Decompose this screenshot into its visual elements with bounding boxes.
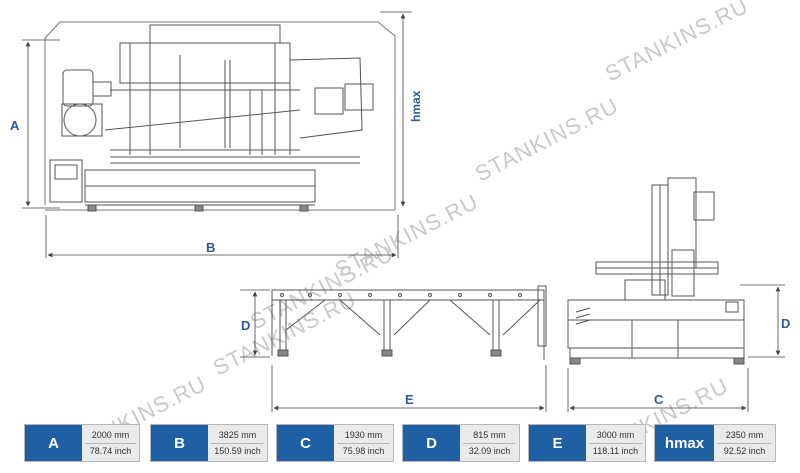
spec-key: hmax (655, 425, 715, 461)
dim-label-c: C (654, 392, 664, 407)
dim-label-e: E (405, 392, 414, 407)
spec-e: E 3000 mm 118.11 inch (528, 424, 646, 462)
spec-key: B (151, 425, 209, 461)
roller-table-view (271, 285, 547, 360)
spec-mm: 2000 mm (91, 429, 130, 440)
end-view-saw (567, 177, 745, 365)
spec-d: D 815 mm 32.09 inch (402, 424, 520, 462)
spec-inch: 75.98 inch (342, 445, 385, 456)
dim-label-a: A (10, 118, 20, 133)
end-view-dimensions (567, 284, 785, 412)
spec-inch: 32.09 inch (468, 445, 511, 456)
watermark-2: STANKINS.RU (471, 93, 622, 187)
spec-mm: 2350 mm (725, 429, 764, 440)
spec-inch: 118.11 inch (592, 445, 639, 456)
dim-label-hmax: hmax (409, 90, 423, 122)
dim-label-b: B (206, 240, 215, 255)
spec-mm: 815 mm (473, 429, 506, 440)
dim-label-d-left: D (241, 318, 250, 333)
spec-mm: 3000 mm (596, 429, 635, 440)
spec-inch: 92.52 inch (723, 445, 766, 456)
spec-key: E (529, 425, 587, 461)
spec-mm: 3825 mm (218, 429, 257, 440)
dim-label-d-right: D (781, 316, 790, 331)
spec-mm: 1930 mm (344, 429, 383, 440)
spec-key: A (25, 425, 82, 461)
spec-inch: 78.74 inch (89, 445, 132, 456)
spec-key: C (277, 425, 335, 461)
spec-key: D (403, 425, 461, 461)
watermark-1: STANKINS.RU (601, 0, 752, 86)
spec-c: C 1930 mm 75.98 inch (276, 424, 394, 462)
roller-table-dimensions (240, 289, 547, 412)
spec-hmax: hmax 2350 mm 92.52 inch (654, 424, 776, 462)
spec-inch: 150.59 inch (214, 445, 261, 456)
side-view-saw (44, 21, 396, 212)
spec-b: B 3825 mm 150.59 inch (150, 424, 268, 462)
side-view-dimensions (22, 11, 412, 258)
spec-a: A 2000 mm 78.74 inch (24, 424, 140, 462)
